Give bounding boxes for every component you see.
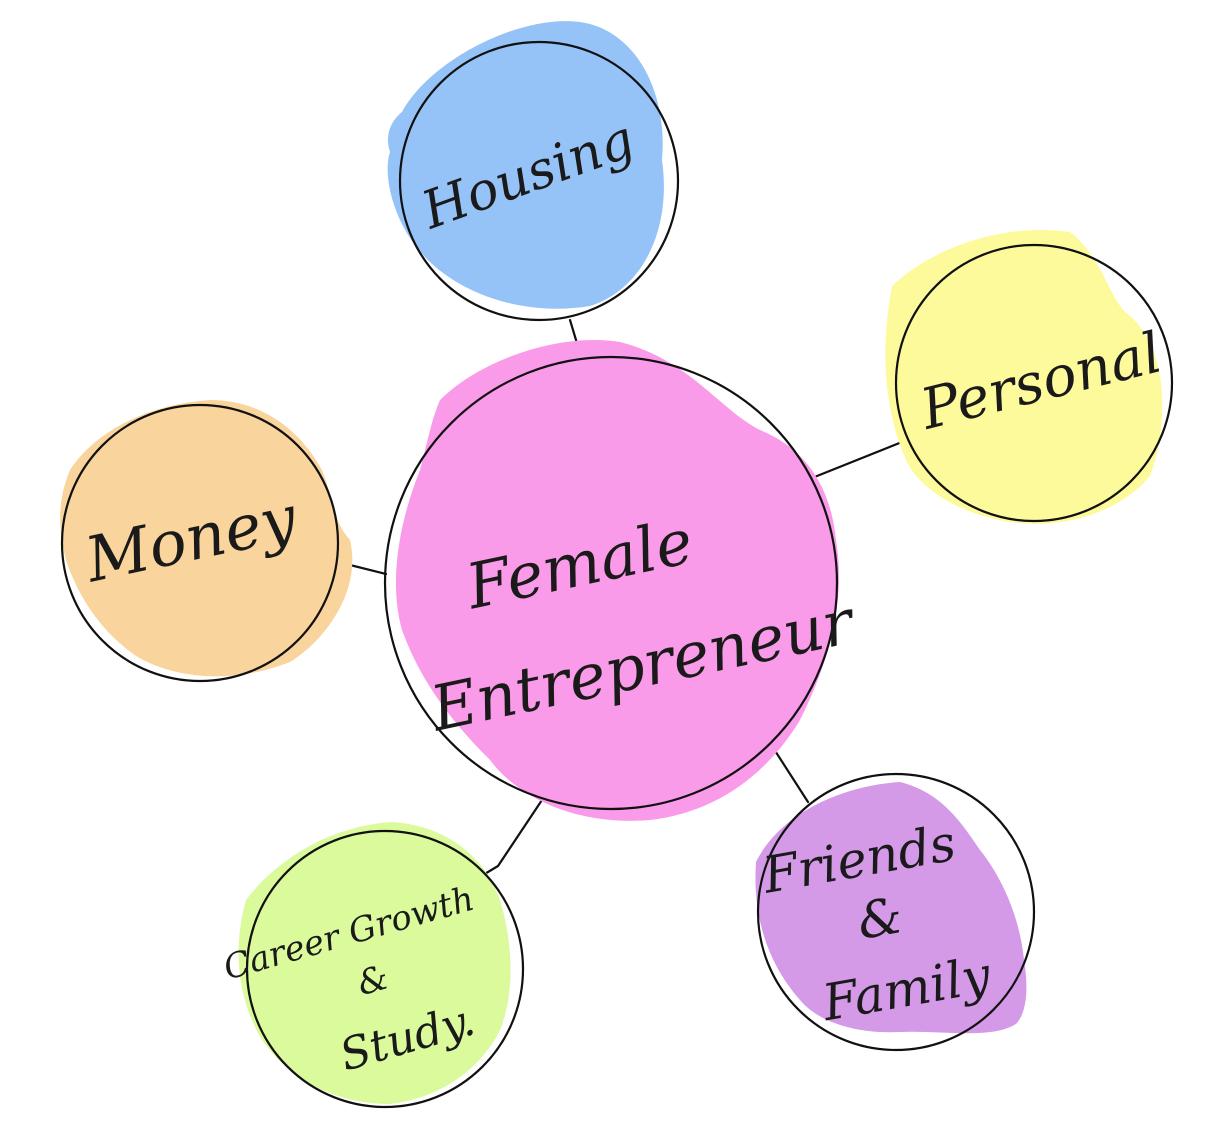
housing-circle [398, 40, 680, 322]
friends-label: Friends & Family [758, 811, 999, 1039]
node-career: Career Growth & Study. [219, 822, 525, 1109]
node-personal: Personal [885, 229, 1174, 524]
node-housing: Housing [387, 21, 680, 322]
personal-circle [894, 243, 1174, 523]
career-circle [245, 829, 525, 1109]
money-highlight [60, 400, 353, 677]
center-highlight [395, 339, 839, 821]
career-highlight [238, 822, 511, 1104]
node-money: Money [60, 400, 353, 683]
friends-label-line-2: & [853, 886, 907, 951]
friends-circle [756, 772, 1036, 1052]
node-center: Female Entrepreneur [383, 339, 862, 821]
friends-highlight [755, 782, 1027, 1034]
connector-career [476, 798, 544, 880]
node-friends: Friends & Family [755, 772, 1036, 1052]
personal-highlight [885, 229, 1163, 524]
housing-highlight [387, 21, 664, 309]
money-circle [60, 403, 340, 683]
connector-friends [770, 744, 810, 804]
center-circle [383, 355, 839, 811]
